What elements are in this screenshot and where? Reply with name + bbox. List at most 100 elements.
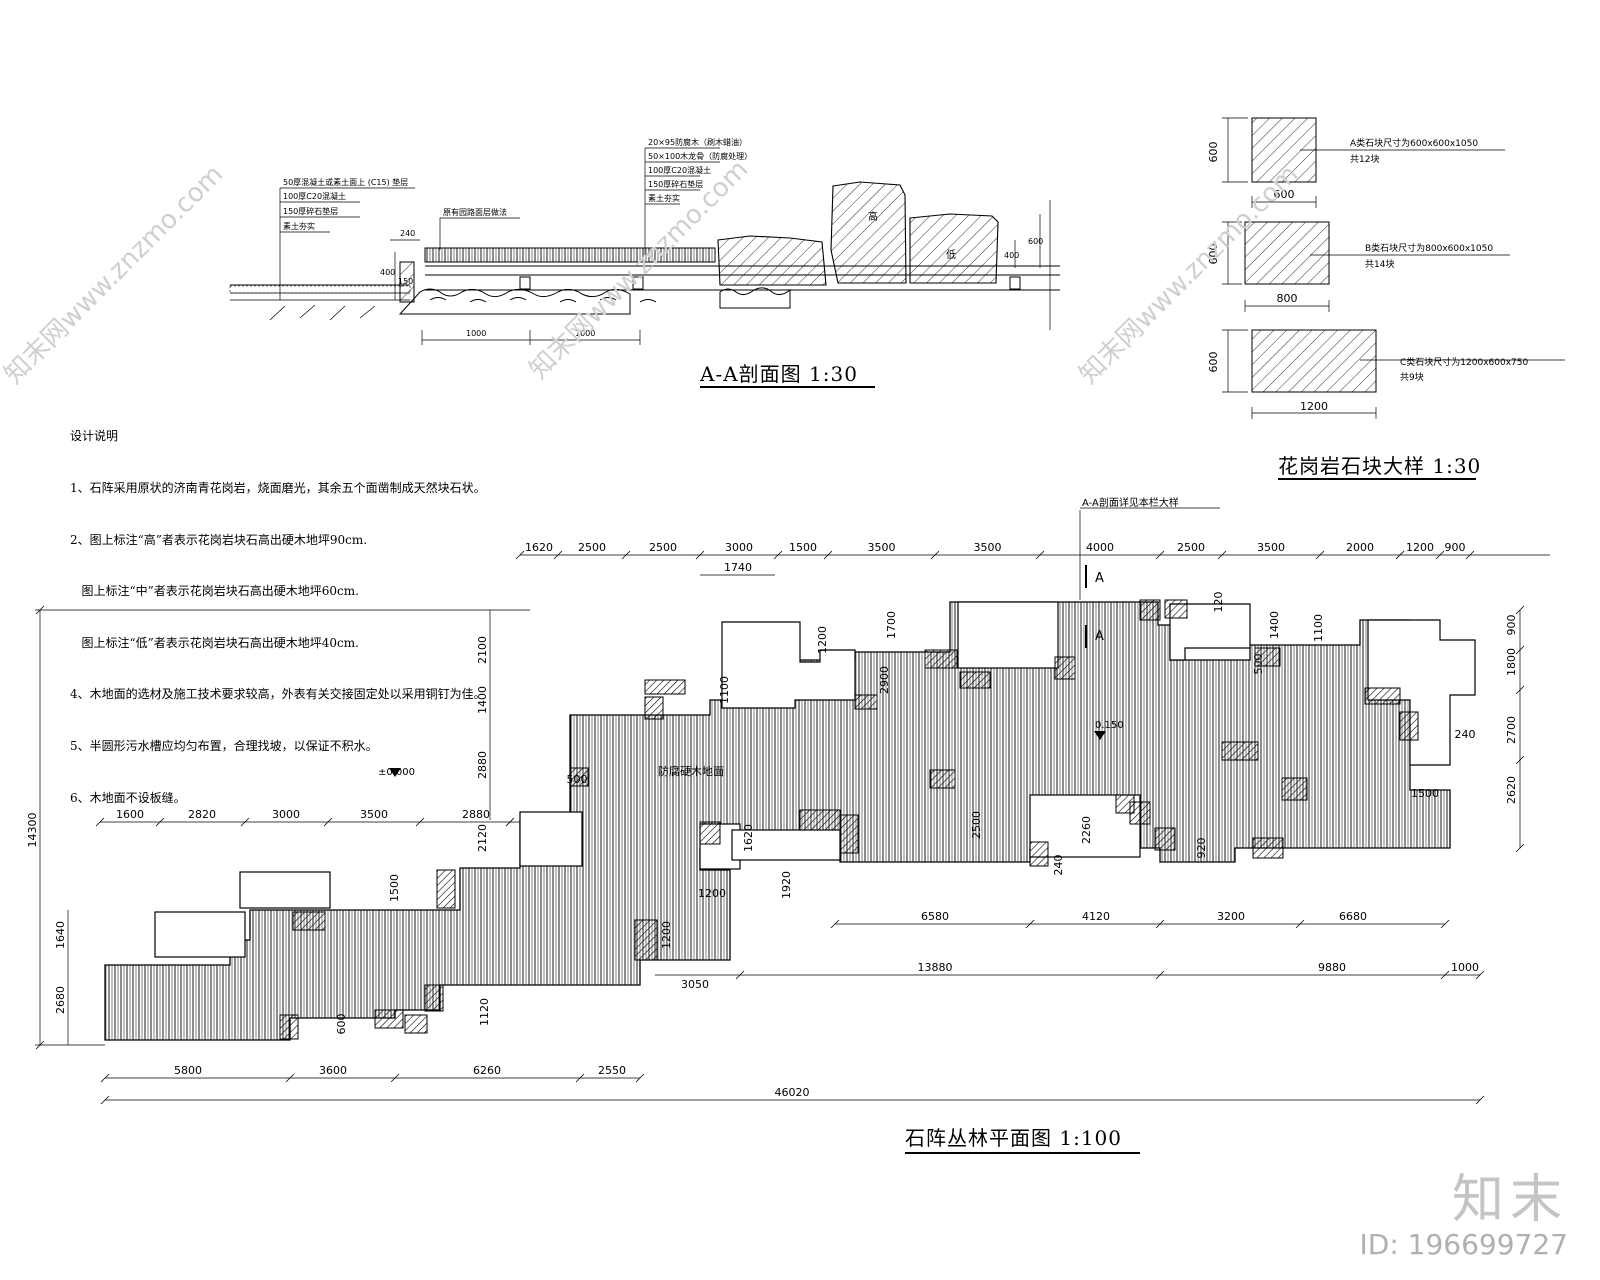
section-layer-right-1: 50×100木龙骨（防腐处理） <box>648 151 752 161</box>
plan-dim-dims-bottom-row3-0: 5800 <box>174 1064 202 1077</box>
plan-dim-dims-bottom-row1-1: 4120 <box>1082 910 1110 923</box>
plan-dim-dims-top-2: 2500 <box>649 541 677 554</box>
section-layer-left-3: 素土夯实 <box>283 221 315 231</box>
notes-line-2: 图上标注“中”者表示花岗岩块石高出硬木地坪60cm. <box>70 584 359 599</box>
plan-dim-dims-left-mid-1: 1400 <box>476 686 489 714</box>
plan-dim-dims-total: 46020 <box>775 1086 810 1099</box>
section-mark-top: A <box>1095 571 1104 586</box>
section-title: A-A剖面图 1:30 <box>700 362 858 386</box>
notes-line-0: 1、石阵采用原状的济南青花岗岩，烧面磨光，其余五个面凿制成天然块石状。 <box>70 481 486 496</box>
dim-tick <box>1217 550 1227 560</box>
dim-tick <box>621 550 631 560</box>
stone-detail-title: 花岗岩石块大样 1:30 <box>1278 454 1482 478</box>
dim-tick <box>285 1073 295 1083</box>
plan-dim-dims-misc-12: 1100 <box>718 676 731 704</box>
plan-dim-dims-top-inner-3: 120 <box>1212 592 1225 613</box>
design-notes: 设计说明 1、石阵采用原状的济南青花岗岩，烧面磨光，其余五个面凿制成天然块石状。… <box>70 394 486 824</box>
dim-tick <box>695 550 705 560</box>
dim-tick <box>1155 970 1165 980</box>
plan-dim-dims-bottom-row1-2: 3200 <box>1217 910 1245 923</box>
dim-tick <box>930 550 940 560</box>
section-layer-right-2: 100厚C20混凝土 <box>648 165 711 175</box>
stone-detail: 600 600 600 800 600 1200 A类石块尺寸为600x600x… <box>1207 117 1565 419</box>
plan-dim-dims-top-0: 1620 <box>525 541 553 554</box>
dim-tick <box>390 1073 400 1083</box>
section-layer-left-1: 100厚C20混凝土 <box>283 191 346 201</box>
dim-tick <box>100 1095 110 1105</box>
dim-tick <box>1475 970 1485 980</box>
stone-a-note1: A类石块尺寸为600x600x1050 <box>1350 137 1478 149</box>
section-drawing: 50厚混凝土或素土面上 (C15) 垫层 100厚C20混凝土 150厚碎石垫层… <box>229 137 1060 345</box>
plan-dim-dims-misc-1: 1120 <box>478 998 491 1026</box>
dim-tick <box>735 970 745 980</box>
elevation-right: 0.150 <box>1095 720 1124 731</box>
plan-dim-dims-misc-15: 500 <box>1252 654 1265 675</box>
plan-dim-dims-top-6: 3500 <box>974 541 1002 554</box>
rock-label-low: 低 <box>946 248 956 261</box>
plan-dim-dims-left-mid-2: 2880 <box>476 751 489 779</box>
section-layer-right-0: 20×95防腐木（刷木蜡油） <box>648 137 747 147</box>
plan-dim-dims-left-lower-0: 1600 <box>116 808 144 821</box>
plan-dim-dims-left-mid-3: 2120 <box>476 824 489 852</box>
dim-tick <box>1155 919 1165 929</box>
watermark-id: ID: 196699727 <box>1359 1228 1568 1261</box>
plan-dim-dims-bottom-row2-2: 1000 <box>1451 961 1479 974</box>
section-layer-left-2: 150厚碎石垫层 <box>283 206 338 216</box>
plan-dim-dims-top-3: 3000 <box>725 541 753 554</box>
dim-tick <box>773 550 783 560</box>
dim-tick <box>823 550 833 560</box>
dim-tick <box>1465 550 1475 560</box>
plan-dim-dims-top-inner-2: 1700 <box>885 611 898 639</box>
plan-dim-dims-misc-16: 1200 <box>698 887 726 900</box>
plan-dim-dims-top-10: 2000 <box>1346 541 1374 554</box>
section-dim-5: 400 <box>1004 251 1019 260</box>
stone-b-note1: B类石块尺寸为800x600x1050 <box>1365 242 1493 254</box>
notes-line-1: 2、图上标注“高”者表示花岗岩块石高出硬木地坪90cm. <box>70 532 368 547</box>
dim-tick <box>155 817 165 827</box>
plan-dim-dims-top-1: 2500 <box>578 541 606 554</box>
plan-dim-dims-misc-10: 240 <box>1455 728 1476 741</box>
stone-b-height: 600 <box>1207 244 1220 265</box>
stone-a-height: 600 <box>1207 142 1220 163</box>
dim-tick <box>1515 685 1525 695</box>
watermark-logo: 知末 <box>1451 1170 1568 1230</box>
plan-dim-dims-left-mid-4: 1500 <box>388 874 401 902</box>
section-layer-left-0: 50厚混凝土或素土面上 (C15) 垫层 <box>283 177 408 187</box>
section-callout: A-A剖面详见本栏大样 <box>1082 496 1179 509</box>
rock-label-high: 高 <box>868 210 878 223</box>
plan-dim-dims-top-4: 1500 <box>789 541 817 554</box>
dim-tick <box>553 550 563 560</box>
plan-dim-dims-top-7: 4000 <box>1086 541 1114 554</box>
section-dim-2: 150 <box>398 277 413 286</box>
plan-dim-dims-misc-6: 2260 <box>1080 816 1093 844</box>
plan-dim-dims-top-5: 3500 <box>868 541 896 554</box>
section-layer-right-3: 150厚碎石垫层 <box>648 179 703 189</box>
notes-line-6: 6、木地面不设板缝。 <box>70 790 186 805</box>
notes-heading: 设计说明 <box>70 429 119 444</box>
plan-dim-dims-top-inner-4: 1400 <box>1268 611 1281 639</box>
section-dim-0: 240 <box>400 229 415 238</box>
dim-tick <box>415 817 425 827</box>
plan-dim-dims-bottom-row1-3: 6680 <box>1339 910 1367 923</box>
plan-title-underline <box>905 1152 1140 1154</box>
plan-dim-dims-bottom-row2-0: 13880 <box>918 961 953 974</box>
dim-tick <box>95 817 105 827</box>
dim-tick <box>1435 550 1445 560</box>
stone-c-note2: 共9块 <box>1400 371 1424 383</box>
section-dim-6: 600 <box>1028 237 1043 246</box>
dim-tick <box>505 817 515 827</box>
notes-line-4: 4、木地面的选材及施工技术要求较高，外表有关交接固定处以采用铜钉为佳。 <box>70 687 486 702</box>
plan-dim-dims-top-inner-0: 1740 <box>724 561 752 574</box>
dim-tick <box>575 1073 585 1083</box>
dim-tick <box>1155 550 1165 560</box>
plan-dim-dims-left-outer-0: 14300 <box>26 813 39 848</box>
stone-b-note2: 共14块 <box>1365 258 1394 270</box>
plan-stones <box>279 599 1419 1040</box>
plan-dim-dims-top-inner-5: 1100 <box>1312 614 1325 642</box>
section-title-underline <box>700 386 875 388</box>
plan-dim-dims-top-8: 2500 <box>1177 541 1205 554</box>
plan-dim-dims-bottom-row2-1: 9880 <box>1318 961 1346 974</box>
section-dim-1: 400 <box>380 268 395 277</box>
dim-tick <box>1515 605 1525 615</box>
dim-tick <box>1440 970 1450 980</box>
